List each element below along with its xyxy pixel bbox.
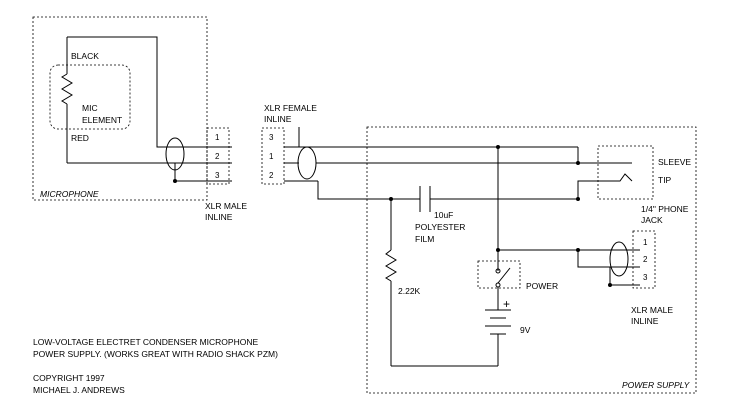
xlr-female-label-line2: INLINE (264, 114, 292, 124)
xlr-female-pin-3: 3 (269, 133, 274, 142)
power-switch-symbol (495, 267, 511, 288)
power-supply-box (366, 126, 697, 394)
power-supply-wiring (299, 145, 640, 367)
xlr-male-mic-label-line1: XLR MALE (205, 201, 247, 211)
power-switch-box (477, 260, 521, 289)
xlr-female-connector (261, 127, 285, 185)
xlr-male-mic-pin-1: 1 (215, 133, 220, 142)
capacitor-label-line1: 10uF (434, 210, 453, 220)
female-cable-shield (297, 146, 317, 180)
phone-jack-box (597, 145, 654, 200)
xlr-male-mic-connector (206, 127, 230, 185)
description-line-1: LOW-VOLTAGE ELECTRET CONDENSER MICROPHON… (33, 337, 258, 347)
phone-tip-label: TIP (658, 175, 672, 185)
microphone-box-label: MICROPHONE (40, 189, 99, 199)
phone-jack-label-line1: 1/4" PHONE (641, 204, 689, 214)
battery-plus-label: + (503, 297, 510, 311)
xlr-male-mic-pin-2: 2 (215, 152, 220, 161)
battery-label: 9V (520, 325, 531, 335)
description-line-4: MICHAEL J. ANDREWS (33, 385, 125, 395)
xlr-male-mic-pin-3: 3 (215, 171, 220, 180)
power-supply-box-label: POWER SUPPLY (622, 380, 691, 390)
description-line-3: COPYRIGHT 1997 (33, 373, 105, 383)
xlr-male-out-connector (632, 230, 656, 289)
xlr-female-pin-2: 2 (269, 171, 274, 180)
wire-black-label: BLACK (71, 51, 99, 61)
xlr-male-out-label-line1: XLR MALE (631, 305, 673, 315)
phone-sleeve-label: SLEEVE (658, 157, 691, 167)
description-line-2: POWER SUPPLY. (WORKS GREAT WITH RADIO SH… (33, 349, 278, 359)
phone-jack-label-line2: JACK (641, 215, 663, 225)
xlr-male-out-pin-3: 3 (643, 273, 648, 282)
capacitor-symbol (419, 186, 431, 212)
microphone-box (32, 16, 208, 201)
element-label-line2: ELEMENT (82, 115, 122, 125)
xlr-female-pin-1: 1 (269, 152, 274, 161)
wire-red-label: RED (71, 133, 89, 143)
xlr-female-label-line1: XLR FEMALE (264, 103, 317, 113)
element-label-line1: MIC (82, 103, 98, 113)
xlr-male-out-label-line2: INLINE (631, 316, 659, 326)
xlr-male-mic-label-line2: INLINE (205, 212, 233, 222)
xlr-male-out-pin-2: 2 (643, 255, 648, 264)
mic-xlr-wires (183, 146, 232, 182)
mic-cable-shield (165, 137, 185, 171)
mic-element-box (49, 64, 131, 130)
capacitor-label-line3: FILM (415, 234, 434, 244)
capacitor-label-line2: POLYESTER (415, 222, 465, 232)
power-switch-label: POWER (526, 281, 558, 291)
xlr-male-out-pin-1: 1 (643, 238, 648, 247)
resistor-label: 2.22K (398, 286, 421, 296)
output-cable-shield (609, 241, 629, 277)
mic-element-symbol (61, 36, 195, 183)
